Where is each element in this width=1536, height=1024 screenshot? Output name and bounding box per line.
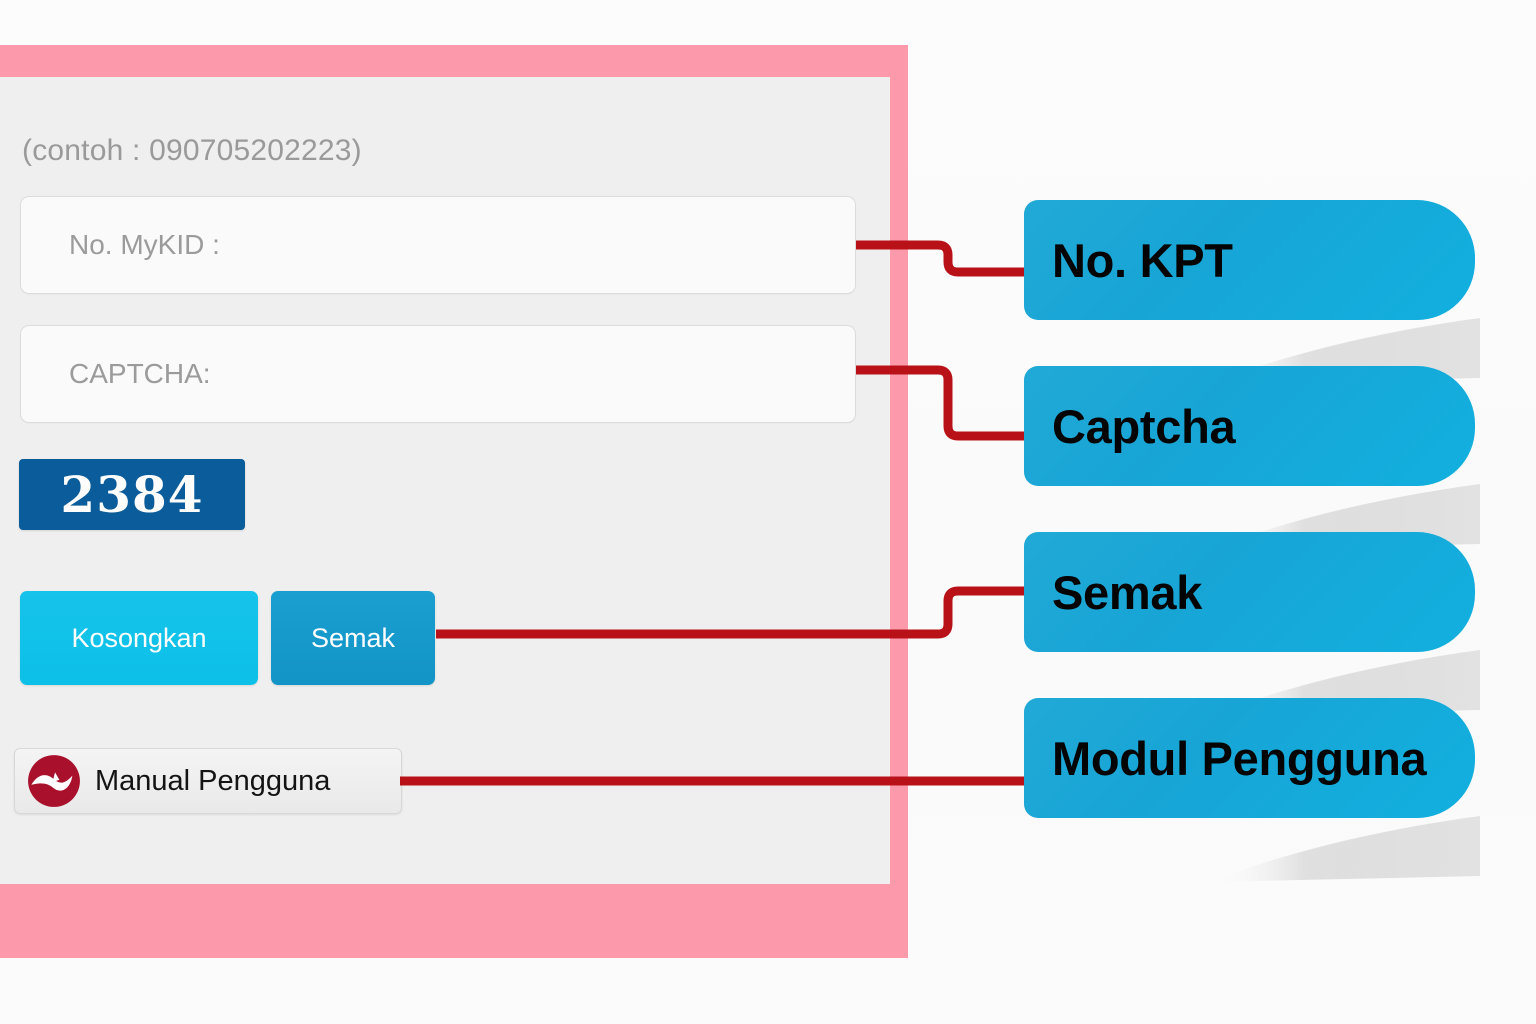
semak-button-label: Semak (310, 622, 396, 653)
kosongkan-button[interactable]: Kosongkan (20, 591, 258, 685)
captcha-code-image: 2384 (19, 459, 245, 530)
captcha-input-placeholder: CAPTCHA: (69, 358, 211, 389)
manual-pengguna-label: Manual Pengguna (95, 764, 331, 797)
callout-no-kpt[interactable]: No. KPT (1024, 200, 1475, 320)
callout-captcha[interactable]: Captcha (1024, 366, 1475, 486)
kosongkan-button-label: Kosongkan (71, 622, 207, 653)
jpn-swoosh-logo-icon (27, 754, 81, 808)
callout-semak-label: Semak (1052, 565, 1203, 619)
mykid-input[interactable]: No. MyKID : (20, 196, 856, 294)
captcha-input[interactable]: CAPTCHA: (20, 325, 856, 423)
callout-modul-pengguna[interactable]: Modul Pengguna (1024, 698, 1475, 818)
callout-no-kpt-label: No. KPT (1052, 233, 1233, 287)
manual-pengguna-button[interactable]: Manual Pengguna (14, 748, 402, 814)
ribbon-fold-shadow (1060, 816, 1480, 882)
mykid-example-hint: (contoh : 090705202223) (22, 134, 362, 167)
semak-button[interactable]: Semak (271, 591, 435, 685)
callout-captcha-label: Captcha (1052, 399, 1236, 453)
mykid-input-placeholder: No. MyKID : (69, 229, 220, 260)
callout-semak[interactable]: Semak (1024, 532, 1475, 652)
callout-modul-pengguna-label: Modul Pengguna (1052, 731, 1427, 785)
